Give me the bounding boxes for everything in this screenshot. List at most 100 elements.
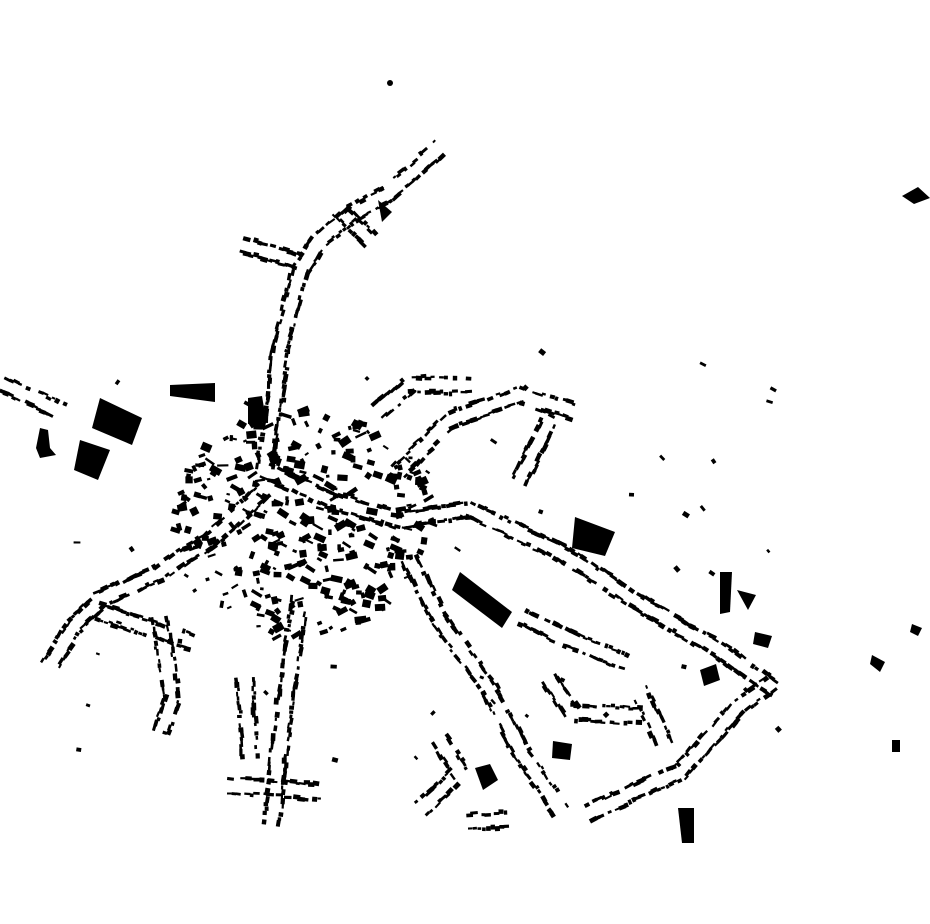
building [469, 416, 479, 424]
building [244, 792, 251, 796]
building [42, 391, 49, 397]
large-building [678, 808, 694, 843]
building [248, 489, 254, 495]
building [442, 760, 450, 769]
building [58, 663, 63, 669]
building [592, 704, 597, 709]
building [503, 810, 508, 815]
building [503, 389, 511, 396]
building [283, 627, 292, 632]
building [449, 772, 456, 781]
building [362, 219, 369, 226]
building [536, 761, 541, 768]
building [291, 265, 298, 271]
building [231, 792, 237, 796]
building [554, 396, 559, 402]
building [226, 776, 235, 781]
building [300, 625, 306, 630]
building [615, 648, 622, 655]
building [430, 710, 436, 716]
building [256, 624, 261, 628]
building [390, 460, 398, 468]
building [354, 431, 367, 439]
building [564, 415, 574, 423]
building [271, 621, 285, 634]
building [620, 705, 625, 709]
building [331, 450, 336, 455]
building [594, 566, 600, 572]
building [303, 272, 311, 281]
building [312, 780, 320, 787]
building [317, 542, 322, 549]
building [621, 582, 628, 589]
building [464, 639, 473, 649]
building [463, 766, 468, 771]
building [479, 522, 487, 528]
building [220, 541, 227, 548]
building [303, 420, 310, 428]
building [289, 705, 295, 710]
building [382, 597, 392, 606]
building [671, 627, 678, 634]
building [268, 748, 272, 753]
building [267, 764, 271, 772]
building [326, 237, 335, 245]
building [255, 604, 262, 612]
building [337, 435, 352, 449]
building [273, 725, 278, 732]
building [520, 453, 528, 461]
building [449, 648, 454, 653]
building [299, 492, 307, 498]
building [281, 380, 287, 384]
building [454, 749, 462, 756]
building [331, 431, 342, 439]
building [542, 799, 550, 807]
building [293, 323, 296, 327]
building [323, 480, 337, 492]
building [355, 420, 368, 428]
building [78, 628, 84, 634]
building [190, 555, 199, 562]
building [316, 620, 323, 626]
building [660, 785, 666, 790]
building [271, 633, 282, 642]
building [534, 392, 544, 397]
building [540, 769, 546, 775]
building [565, 398, 575, 405]
building [293, 313, 298, 319]
building [766, 399, 774, 404]
building [693, 626, 700, 632]
building [192, 545, 198, 550]
building [322, 576, 334, 583]
building [259, 562, 272, 572]
building [252, 570, 261, 577]
building [597, 657, 604, 663]
large-building [74, 440, 110, 480]
building [246, 430, 257, 440]
building [527, 527, 533, 534]
large-building [475, 764, 498, 790]
building [297, 294, 302, 301]
building [443, 375, 448, 380]
building [237, 687, 240, 692]
building [278, 318, 283, 325]
building [570, 550, 579, 558]
building [282, 767, 288, 772]
building [345, 204, 353, 211]
building [290, 629, 303, 640]
building [537, 416, 544, 424]
building [292, 548, 298, 554]
building [284, 366, 290, 371]
building [378, 519, 385, 528]
building [157, 659, 161, 664]
building [270, 595, 279, 605]
building [367, 532, 379, 541]
building [610, 703, 616, 708]
building [228, 527, 236, 534]
building [503, 533, 511, 540]
building [273, 607, 282, 615]
building [43, 654, 49, 661]
building [319, 628, 329, 636]
building [497, 695, 506, 704]
